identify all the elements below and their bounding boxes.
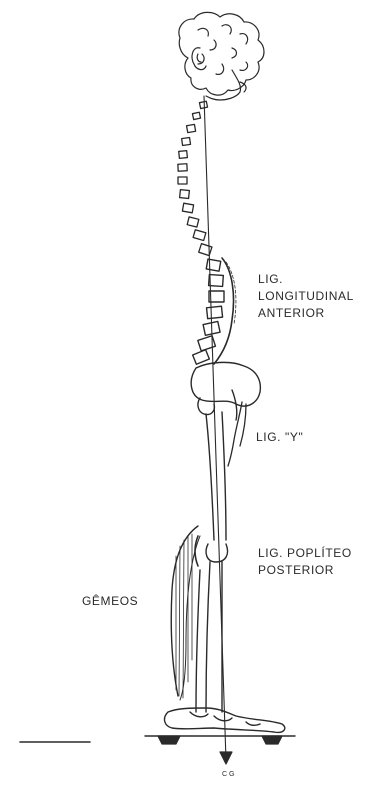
head [179,12,264,100]
gravity-arrowhead [220,752,232,764]
tibia [196,562,222,712]
vertebrae-lumbar [193,259,224,364]
label-anterior-longitudinal-ligament: LIG. LONGITUDINAL ANTERIOR [258,271,354,322]
label-line: POSTERIOR [258,562,352,579]
heel-support [158,736,180,744]
anterior-longitudinal-ligament [214,258,234,364]
label-line: LONGITUDINAL [258,288,354,305]
label-gastrocnemius: GÊMEOS [82,593,138,610]
toe-support [262,736,282,744]
label-center-of-gravity: CG [222,770,237,779]
femur [198,398,228,562]
pelvis [191,362,260,420]
label-line: LIG. POPLÍTEO [258,545,352,562]
label-popliteal-ligament: LIG. POPLÍTEO POSTERIOR [258,545,352,579]
label-line: ANTERIOR [258,305,354,322]
label-line: LIG. [258,271,354,288]
label-y-ligament: LIG. "Y" [256,429,303,446]
